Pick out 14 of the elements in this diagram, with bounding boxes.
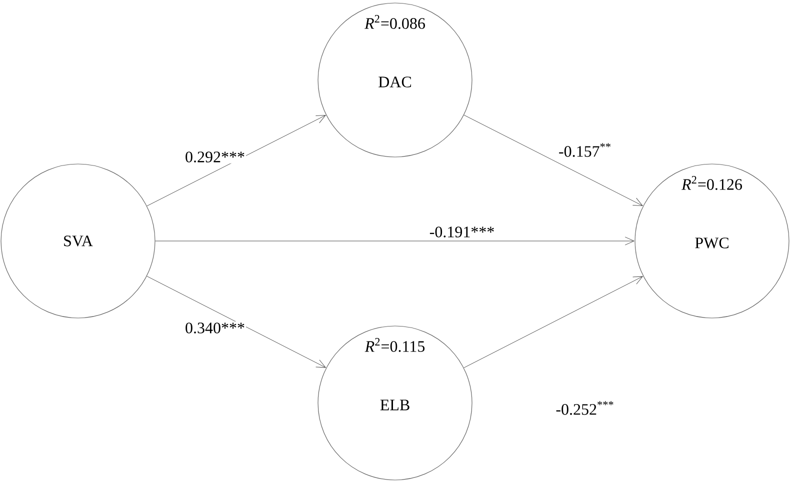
circle-node: R$^{2}$=0.086 DAC [318,2,472,158]
edge-label: -0.191*** [428,226,496,238]
arrow [146,115,326,206]
circle-node: SVA [0,164,156,318]
edge-label: 0.340*** [184,322,246,334]
edge-label: -0.252$^{***}$ [554,400,616,416]
arrow [464,276,643,368]
circle-node: R$^{2}$=0.115 ELB [318,326,472,480]
arrow [146,276,326,368]
circle-node: R$^{2}$=0.126 PWC [634,164,790,318]
arrow [155,236,634,246]
edge-label: -0.157$^{**}$ [558,142,613,158]
edge-label: 0.292*** [184,150,246,164]
arrow [464,114,643,206]
